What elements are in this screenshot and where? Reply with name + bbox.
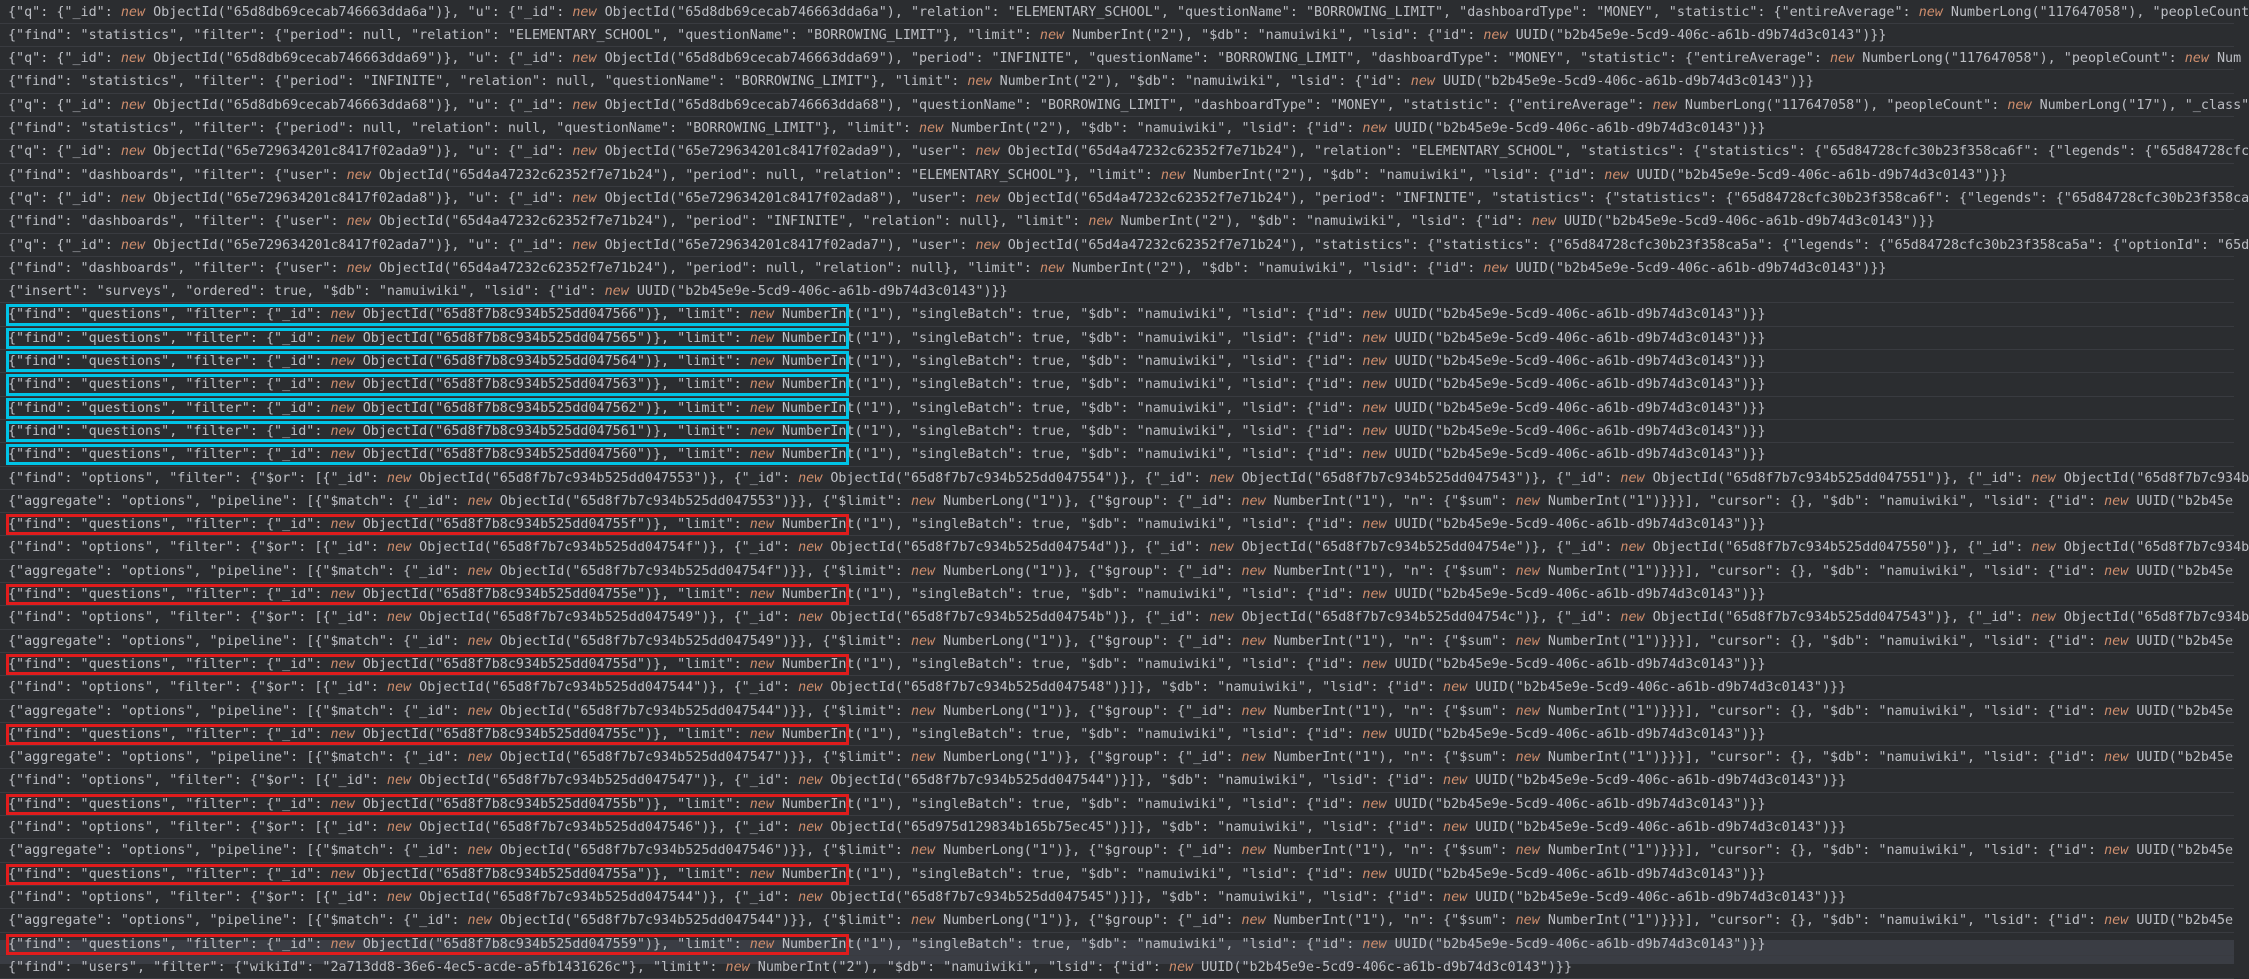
log-line[interactable]: {"aggregate": "options", "pipeline": [{"… (8, 913, 2234, 929)
row-separator (0, 325, 2234, 327)
log-line[interactable]: {"find": "questions", "filter": {"_id": … (8, 936, 1766, 952)
row-separator (0, 861, 2234, 863)
log-line[interactable]: {"find": "questions", "filter": {"_id": … (8, 354, 1766, 369)
row-separator (0, 255, 2234, 257)
row-separator (0, 512, 2234, 514)
log-line[interactable]: {"find": "questions", "filter": {"_id": … (8, 330, 1766, 346)
row-separator (0, 838, 2234, 840)
row-separator (0, 651, 2234, 653)
log-line[interactable]: {"q": {"_id": new ObjectId("65e729634201… (8, 190, 2249, 206)
log-line[interactable]: {"find": "questions", "filter": {"_id": … (8, 307, 1766, 323)
log-line[interactable]: {"find": "statistics", "filter": {"perio… (8, 27, 1887, 43)
row-separator (0, 675, 2234, 677)
log-line[interactable]: {"aggregate": "options", "pipeline": [{"… (8, 493, 2234, 509)
log-line[interactable]: {"find": "options", "filter": {"$or": [{… (8, 889, 1847, 905)
log-line[interactable]: {"find": "options", "filter": {"$or": [{… (8, 680, 1847, 696)
log-line[interactable]: {"aggregate": "options", "pipeline": [{"… (8, 633, 2234, 649)
row-separator (0, 791, 2234, 793)
log-line[interactable]: {"find": "questions", "filter": {"_id": … (8, 377, 1766, 393)
row-separator (0, 698, 2234, 700)
log-line[interactable]: {"find": "questions", "filter": {"_id": … (8, 447, 1766, 463)
log-line[interactable]: {"q": {"_id": new ObjectId("65d8db69ceca… (8, 4, 2249, 20)
row-separator (0, 535, 2234, 537)
row-separator (0, 931, 2234, 933)
log-line[interactable]: {"find": "questions", "filter": {"_id": … (8, 400, 1766, 416)
log-line[interactable]: {"find": "options", "filter": {"$or": [{… (8, 470, 2249, 486)
log-line[interactable]: {"find": "options", "filter": {"$or": [{… (8, 540, 2249, 556)
log-line[interactable]: {"aggregate": "options", "pipeline": [{"… (8, 843, 2234, 859)
row-separator (0, 745, 2234, 747)
log-line[interactable]: {"find": "questions", "filter": {"_id": … (8, 517, 1766, 533)
row-separator (0, 558, 2234, 560)
row-separator (0, 815, 2234, 816)
log-line[interactable]: {"find": "dashboards", "filter": {"user"… (8, 167, 2008, 183)
log-line[interactable]: {"find": "statistics", "filter": {"perio… (8, 74, 1814, 90)
row-separator (0, 116, 2234, 117)
row-separator (0, 628, 2234, 630)
log-line[interactable]: {"find": "questions", "filter": {"_id": … (8, 796, 1766, 812)
log-line[interactable]: {"q": {"_id": new ObjectId("65e729634201… (8, 237, 2249, 253)
row-separator (0, 721, 2234, 723)
log-line[interactable]: {"aggregate": "options", "pipeline": [{"… (8, 563, 2234, 579)
row-separator (0, 302, 2234, 304)
row-separator (0, 372, 2234, 374)
row-separator (0, 139, 2234, 141)
log-line[interactable]: {"find": "options", "filter": {"$or": [{… (8, 610, 2249, 626)
log-line[interactable]: {"find": "questions", "filter": {"_id": … (8, 656, 1766, 672)
row-separator (0, 232, 2234, 234)
log-line[interactable]: {"find": "questions", "filter": {"_id": … (8, 587, 1766, 602)
log-line[interactable]: {"find": "dashboards", "filter": {"user"… (8, 260, 1887, 276)
log-line[interactable]: {"q": {"_id": new ObjectId("65d8db69ceca… (8, 51, 2242, 67)
log-line[interactable]: {"find": "options", "filter": {"$or": [{… (8, 820, 1847, 835)
row-separator (0, 46, 2234, 48)
row-separator (0, 884, 2234, 886)
log-line[interactable]: {"aggregate": "options", "pipeline": [{"… (8, 703, 2234, 719)
row-separator (0, 349, 2234, 350)
row-separator (0, 69, 2234, 71)
log-line[interactable]: {"q": {"_id": new ObjectId("65d8db69ceca… (8, 97, 2249, 113)
row-separator (0, 582, 2234, 583)
row-separator (0, 185, 2234, 187)
row-separator (0, 395, 2234, 397)
row-separator (0, 908, 2234, 910)
row-separator (0, 465, 2234, 467)
row-separator (0, 768, 2234, 770)
row-separator (0, 418, 2234, 420)
log-line[interactable]: {"find": "options", "filter": {"$or": [{… (8, 773, 1847, 789)
log-line[interactable]: {"aggregate": "options", "pipeline": [{"… (8, 750, 2234, 766)
log-line[interactable]: {"find": "dashboards", "filter": {"user"… (8, 214, 1935, 230)
log-line[interactable]: {"find": "users", "filter": {"wikiId": "… (8, 959, 1573, 975)
row-separator (0, 209, 2234, 211)
log-line[interactable]: {"find": "questions", "filter": {"_id": … (8, 866, 1766, 882)
row-separator (0, 954, 2234, 956)
row-separator (0, 92, 2234, 94)
log-line[interactable]: {"find": "questions", "filter": {"_id": … (8, 726, 1766, 742)
log-line[interactable]: {"q": {"_id": new ObjectId("65e729634201… (8, 144, 2249, 160)
log-line[interactable]: {"find": "questions", "filter": {"_id": … (8, 423, 1766, 439)
log-line[interactable]: {"insert": "surveys", "ordered": true, "… (8, 284, 1008, 300)
row-separator (0, 279, 2234, 281)
row-separator (0, 22, 2234, 24)
row-separator (0, 488, 2234, 490)
row-separator (0, 162, 2234, 164)
log-line[interactable]: {"find": "statistics", "filter": {"perio… (8, 121, 1766, 136)
row-separator (0, 442, 2234, 444)
row-separator (0, 605, 2234, 607)
